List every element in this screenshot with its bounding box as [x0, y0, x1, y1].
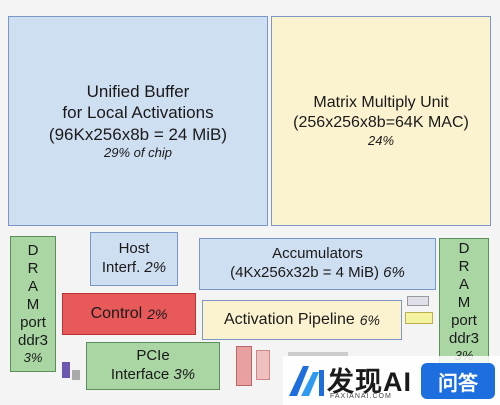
matrix-multiply-size: (256x256x8b=64K MAC): [293, 113, 469, 131]
die-feature: [236, 346, 252, 386]
host-pct: 2%: [144, 259, 167, 276]
host-subtitle: Interf.: [101, 259, 141, 276]
control-label: Control: [90, 305, 143, 322]
dram-right-letter: A: [458, 276, 469, 294]
dram-left-port: port: [20, 314, 46, 332]
dram-right-ddr: ddr3: [448, 330, 480, 348]
brand-logo-icon: [289, 366, 324, 396]
die-feature: [256, 350, 270, 380]
watermark-domain: FAXIANAI.COM: [330, 393, 392, 400]
dram-right-port: port: [451, 312, 477, 330]
accumulators-pct: 6%: [383, 264, 405, 281]
dram-port-left-block: D R A M port ddr3 3%: [10, 236, 56, 372]
die-feature: [288, 352, 348, 356]
control-pct: 2%: [147, 306, 168, 322]
activation-pct: 6%: [359, 312, 380, 328]
accumulators-block: Accumulators (4Kx256x32b = 4 MiB) 6%: [199, 238, 436, 290]
dram-port-right-block: D R A M port ddr3 3%: [439, 238, 489, 366]
accumulators-size: (4Kx256x32b = 4 MiB): [230, 264, 379, 281]
die-feature: [405, 312, 433, 324]
unified-buffer-title: Unified Buffer: [86, 82, 190, 101]
die-feature: [407, 296, 429, 306]
activation-pipeline-block: Activation Pipeline 6%: [202, 300, 402, 340]
accumulators-title: Accumulators: [272, 245, 363, 263]
qa-badge: 问答: [421, 363, 495, 399]
die-feature: [62, 362, 70, 378]
unified-buffer-size: (96Kx256x8b = 24 MiB): [48, 124, 228, 144]
watermark: 发现AI FAXIANAI.COM 问答: [283, 356, 500, 405]
pcie-pct: 3%: [173, 366, 196, 383]
dram-right-letter: D: [458, 240, 470, 258]
dram-left-ddr: ddr3: [17, 332, 49, 350]
control-block: Control 2%: [62, 293, 196, 335]
dram-left-letter: R: [27, 260, 39, 278]
die-feature: [72, 370, 80, 380]
dram-right-letter: R: [458, 258, 470, 276]
matrix-multiply-pct: 24%: [367, 132, 395, 148]
dram-left-letter: D: [27, 242, 39, 260]
dram-left-letter: M: [26, 296, 40, 314]
unified-buffer-block: Unified Buffer for Local Activations (96…: [8, 16, 268, 226]
dram-left-letter: A: [27, 278, 38, 296]
activation-label: Activation Pipeline: [224, 311, 355, 328]
unified-buffer-pct: 29% of chip: [104, 144, 172, 160]
watermark-brand: 发现AI: [327, 367, 412, 397]
pcie-interface-block: PCIe Interface 3%: [86, 342, 220, 390]
dram-right-letter: M: [457, 294, 471, 312]
unified-buffer-subtitle: for Local Activations: [62, 103, 214, 123]
pcie-subtitle: Interface: [110, 366, 170, 383]
pcie-title: PCIe: [136, 347, 170, 365]
host-title: Host: [118, 240, 150, 258]
dram-left-pct: 3%: [23, 350, 43, 366]
matrix-multiply-title: Matrix Multiply Unit: [313, 93, 449, 111]
matrix-multiply-block: Matrix Multiply Unit (256x256x8b=64K MAC…: [271, 16, 491, 226]
host-interface-block: Host Interf. 2%: [90, 232, 178, 286]
